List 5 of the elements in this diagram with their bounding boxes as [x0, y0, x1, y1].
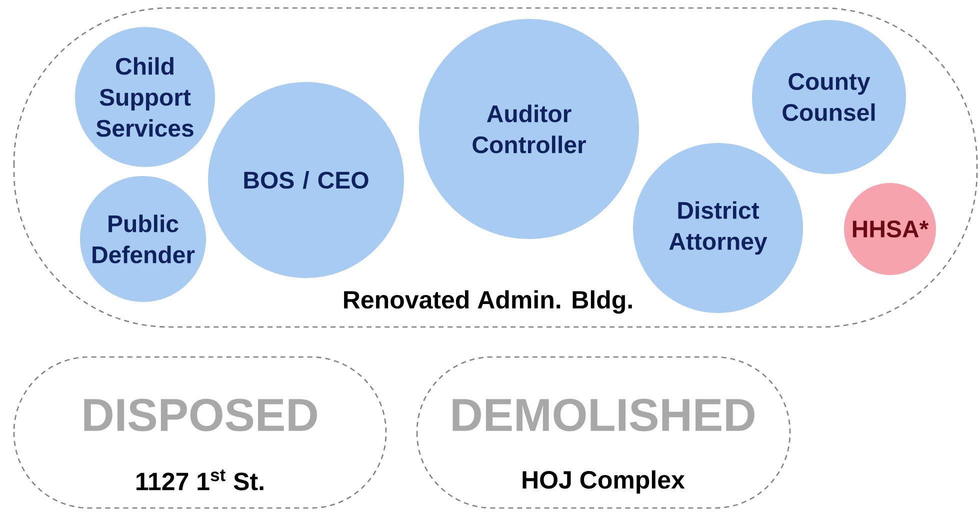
site-label: 1127 1$^{st}$ St. — [136, 470, 264, 490]
group-label: Renovated Admin. Bldg. — [344, 290, 632, 314]
status-heading: DEMOLISHED — [452, 398, 754, 432]
status-heading: DISPOSED — [84, 398, 317, 432]
site-label: HOJ Complex — [522, 470, 685, 494]
